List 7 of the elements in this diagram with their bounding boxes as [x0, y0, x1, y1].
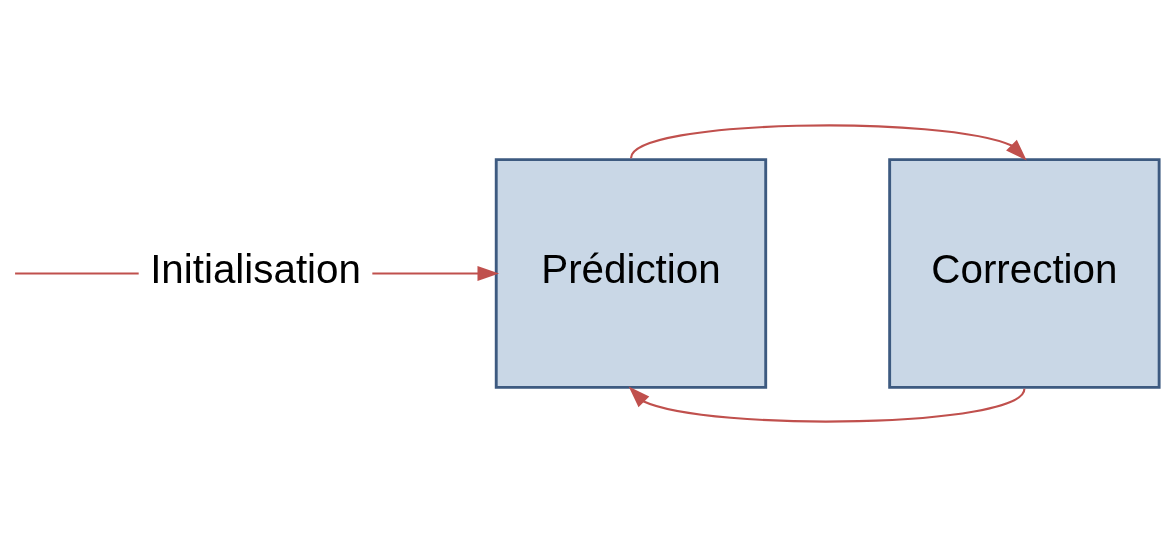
arrow — [372, 265, 500, 281]
arrow — [630, 123, 1027, 161]
arrow — [628, 385, 1026, 423]
node-text: Initialisation — [150, 245, 361, 292]
connector — [15, 271, 139, 275]
node-box: Correction — [888, 157, 1161, 389]
node-box: Prédiction — [494, 157, 768, 389]
